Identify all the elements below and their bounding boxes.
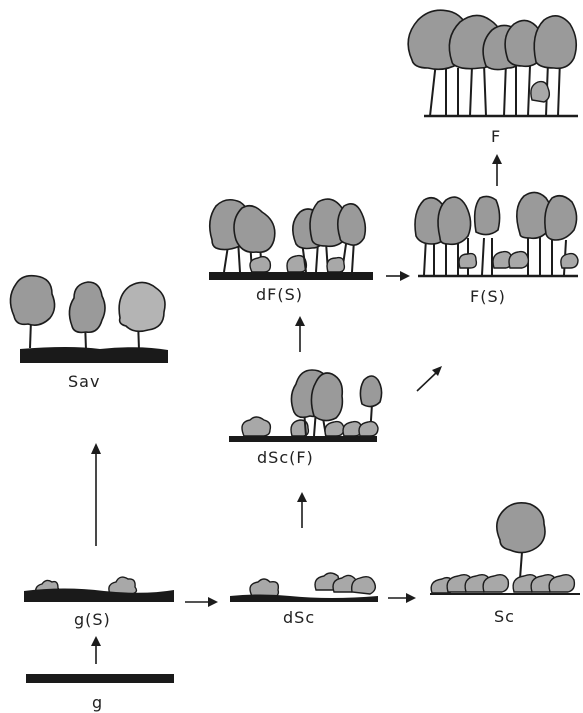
arrow-dscf-to-dfs [295, 316, 305, 352]
shrub [241, 416, 272, 437]
shrub [324, 420, 345, 437]
ground-strip [209, 272, 373, 280]
stage-f: F [407, 9, 578, 146]
stage-label-f-s: F(S) [470, 287, 506, 306]
stage-label-dsc-f: dSc(F) [257, 448, 314, 467]
stage-g: g [26, 674, 174, 712]
stage-label-g: g [92, 693, 103, 712]
tree-crown [359, 375, 383, 408]
tree-crown [68, 281, 106, 334]
tree-crown [118, 281, 166, 333]
shrub [358, 420, 379, 437]
stage-g-s: g(S) [24, 576, 174, 629]
stage-sav: Sav [9, 274, 168, 391]
shrub [249, 255, 272, 273]
shrub [458, 252, 478, 269]
tree-crown [233, 204, 276, 254]
shrub [249, 578, 280, 599]
stage-label-g-s: g(S) [74, 610, 111, 629]
ground-strip [24, 588, 174, 602]
shrub [548, 573, 576, 593]
stage-label-df-s: dF(S) [256, 285, 303, 304]
arrow-fs-to-f [492, 154, 502, 186]
shrub [326, 256, 346, 273]
shrub [560, 252, 579, 269]
stage-label-dsc: dSc [283, 608, 315, 627]
stage-label-f: F [491, 127, 501, 146]
shrub [108, 576, 138, 595]
arrow-dfs-to-fs [386, 271, 410, 281]
arrow-gs-to-dsc [185, 597, 218, 607]
tree-crown [437, 196, 472, 246]
tree-crown [544, 194, 578, 241]
tree-crown [533, 15, 578, 70]
ground-strip [230, 594, 378, 602]
stage-sc: Sc [430, 502, 580, 626]
stage-dsc: dSc [230, 572, 378, 627]
tree-crown [473, 195, 501, 236]
stage-dsc-f: dSc(F) [229, 369, 383, 467]
arrow-gs-to-sav [91, 443, 101, 546]
stage-df-s: dF(S) [208, 198, 373, 304]
ground-strip [20, 347, 168, 363]
shrub [530, 80, 551, 103]
stage-label-sav: Sav [68, 372, 100, 391]
tree-crown [496, 502, 546, 554]
ground-strip [26, 674, 174, 683]
arrow-g-to-gs [91, 636, 101, 664]
arrow-dscf-to-fs [416, 366, 442, 392]
shrub [350, 575, 377, 595]
tree-crown [336, 202, 367, 246]
arrow-dsc-to-sc [388, 593, 416, 603]
arrow-dsc-to-dscf [297, 492, 307, 528]
stage-f-s: F(S) [414, 191, 579, 306]
tree-crown [9, 274, 56, 326]
shrub [508, 250, 530, 269]
stage-label-sc: Sc [494, 607, 515, 626]
ground-strip [229, 436, 377, 442]
tree-crown [310, 372, 344, 422]
shrub [482, 573, 510, 593]
